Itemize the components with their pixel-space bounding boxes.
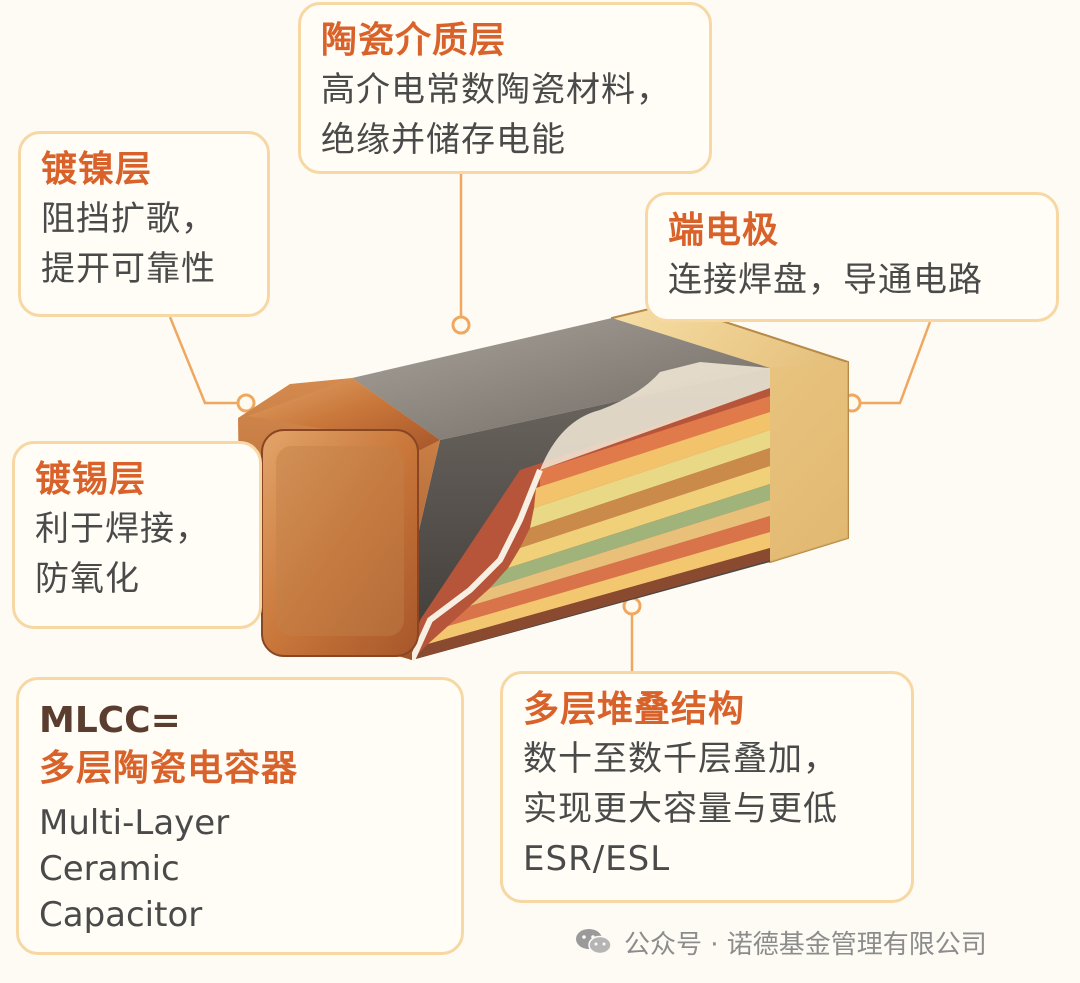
callout-line: 实现更大容量与更低: [523, 789, 838, 829]
callout-line: 连接焊盘，导通电路: [668, 260, 983, 300]
callout-line: ESR/ESL: [523, 839, 671, 879]
wechat-icon: [576, 929, 612, 955]
callout-title: 镀镍层: [41, 149, 153, 190]
callout-title: 镀锡层: [35, 459, 147, 500]
dot-nickel: [236, 393, 256, 413]
mlcc-english-line: Multi-Layer: [39, 803, 230, 843]
callout-line: 绝缘并储存电能: [321, 120, 566, 160]
callout-nickel-plating: 镀镍层 阻挡扩歌， 提开可靠性: [18, 131, 270, 317]
mlcc-english-line: Capacitor: [39, 895, 203, 935]
mlcc-abbr: MLCC=: [39, 700, 181, 741]
mlcc-chinese-name: 多层陶瓷电容器: [39, 748, 299, 789]
callout-line: 阻挡扩歌，: [41, 199, 216, 239]
callout-multilayer-stack: 多层堆叠结构 数十至数千层叠加， 实现更大容量与更低 ESR/ESL: [500, 671, 914, 903]
connector-dots: [236, 315, 862, 616]
mlcc-definition-card: MLCC= 多层陶瓷电容器 Multi-Layer Ceramic Capaci…: [16, 677, 464, 955]
callout-ceramic-dielectric: 陶瓷介质层 高介电常数陶瓷材料， 绝缘并储存电能: [298, 2, 712, 174]
callout-terminal-electrode: 端电极 连接焊盘，导通电路: [645, 192, 1059, 322]
callout-tin-plating: 镀锡层 利于焊接， 防氧化: [12, 441, 262, 629]
watermark-text: 公众号 · 诺德基金管理有限公司: [624, 929, 987, 960]
dot-ceramic: [451, 315, 471, 335]
ceramic-top: [352, 318, 770, 440]
callout-title: 陶瓷介质层: [321, 20, 507, 61]
callout-line: 防氧化: [35, 559, 140, 599]
callout-line: 利于焊接，: [35, 509, 210, 549]
callout-line: 数十至数千层叠加，: [523, 739, 838, 779]
mlcc-english-line: Ceramic: [39, 849, 180, 889]
left-terminal: [238, 378, 440, 660]
watermark: 公众号 · 诺德基金管理有限公司: [574, 922, 987, 962]
layer-stack: [409, 362, 770, 662]
callout-line: 提开可靠性: [41, 249, 216, 289]
callout-line: 高介电常数陶瓷材料，: [321, 70, 671, 110]
callout-title: 多层堆叠结构: [523, 689, 746, 730]
callout-title: 端电极: [668, 210, 780, 251]
